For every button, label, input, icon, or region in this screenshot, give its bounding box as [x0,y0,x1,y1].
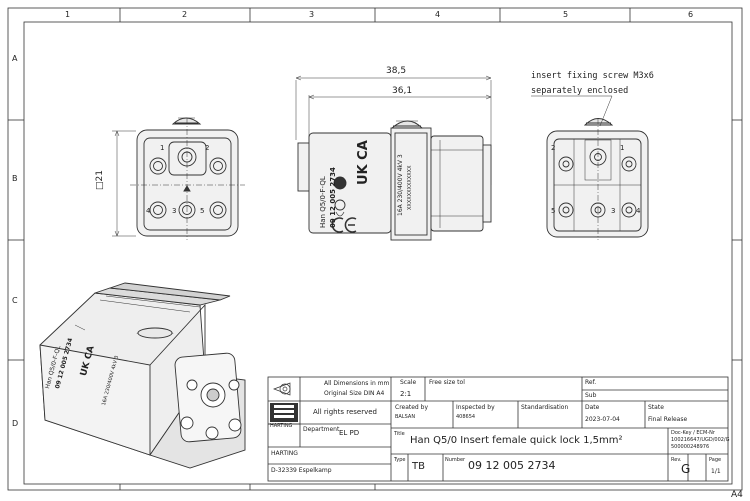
front-pin-4: 4 [146,207,151,215]
isometric-view [39,282,246,469]
grid-row-b: B [12,174,18,183]
title-value: Han Q5/0 Insert female quick lock 1,5mm² [410,435,623,446]
company-name: HARTING [271,450,298,457]
type-label: Type [394,457,406,463]
rear-pin-1: 1 [620,144,625,152]
number-value: 09 12 005 2734 [468,459,556,472]
rev-value: G [681,462,691,476]
doc-key-value-2: 500000248976 [671,444,710,450]
department-value: EL PD [339,429,360,437]
sheet-size-label: A4 [731,490,743,500]
dim-overall-length: 38,5 [386,66,407,76]
side-marking-ukca: UK CA [356,140,371,185]
note-line-2: separately enclosed [531,86,629,96]
dims-note-2: Original Size DIN A4 [324,390,385,397]
note-line-1: insert fixing screw M3x6 [531,71,654,81]
dim-square-size: □21 [95,170,105,190]
front-pin-3: 3 [172,207,177,215]
front-pin-5: 5 [200,207,205,215]
doc-key-label: Doc-Key / ECM-Nr [671,430,715,436]
created-label: Created by [395,404,429,411]
grid-row-d: D [12,419,19,428]
side-marking-type: Han Q5/0-F-QL [319,176,327,228]
created-value: BALSAN [395,414,416,420]
title-label: Title [394,431,405,437]
page-value: 1/1 [711,468,721,475]
front-pin-1: 1 [160,144,165,152]
grid-col-6: 6 [688,10,694,19]
rev-label: Rev. [671,457,682,463]
dim-body-length: 36,1 [392,86,413,96]
department-label: Department [303,426,340,433]
type-value: TB [412,461,425,472]
grid-col-5: 5 [563,10,569,19]
grid-row-a: A [12,54,18,63]
rear-view [531,95,649,240]
harting-logo [270,403,298,422]
front-view [112,117,245,240]
sheet-frame [7,7,743,491]
rear-pin-2: 2 [551,144,556,152]
number-label: Number [445,457,466,463]
date-value: 2023-07-04 [585,416,620,423]
company-address: D-32339 Espelkamp [271,467,332,474]
side-marking-rating: 16A 230/400V 4kV 3 [397,154,404,216]
inspected-value: 408654 [456,414,476,420]
title-block [267,376,729,482]
doc-key-value-1: 100216647/UGD/002/G [671,437,730,443]
inspected-label: Inspected by [456,404,495,411]
front-pin-2: 2 [205,144,210,152]
grid-col-2: 2 [182,10,188,19]
date-label: Date [585,404,600,411]
scale-label: Scale [400,379,417,386]
rear-pin-3: 3 [611,207,616,215]
grid-col-3: 3 [309,10,315,19]
rights-text: All rights reserved [313,408,377,416]
side-view [295,75,492,241]
rear-pin-4: 4 [636,207,641,215]
grid-col-1: 1 [65,10,71,19]
state-value: Final Release [648,416,688,423]
ref-label: Ref. [585,379,597,386]
rear-pin-5: 5 [551,207,556,215]
state-label: State [648,404,664,411]
side-marking-serial: XXXXXXXXXXXXX [407,165,413,210]
sub-label: Sub [585,392,597,399]
dims-note-1: All Dimensions in mm [324,380,390,387]
scale-value: 2:1 [400,390,412,398]
side-marking-part: 09 12 005 2734 [329,167,337,228]
tolerance-note: Free size tol [429,379,465,386]
grid-row-c: C [12,296,18,305]
standard-label: Standardisation [521,404,569,411]
logo-brand: HARTING [270,423,293,429]
page-label: Page [709,457,722,463]
grid-col-4: 4 [435,10,441,19]
